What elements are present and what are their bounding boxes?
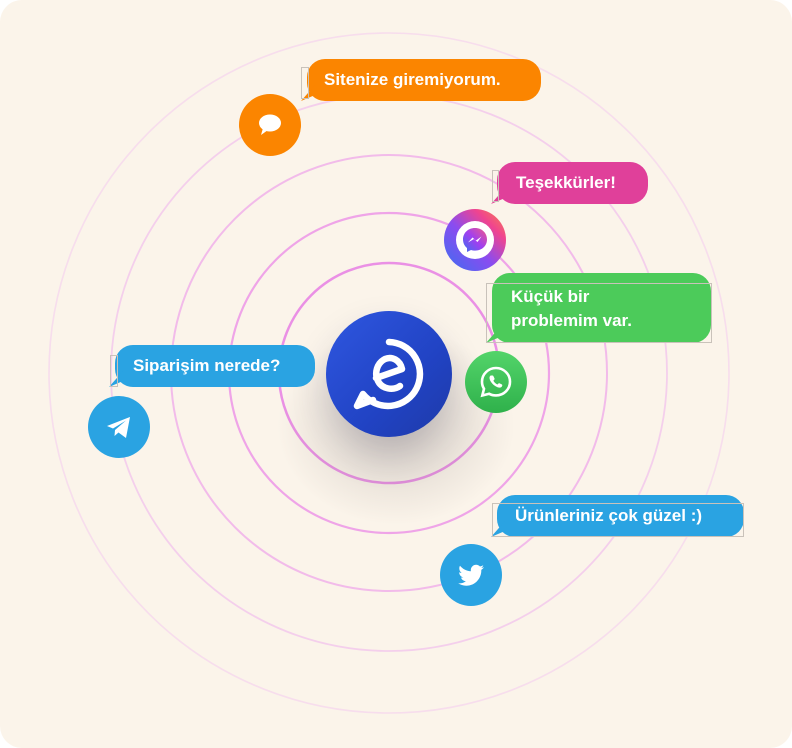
twitter-channel-icon[interactable] bbox=[440, 544, 502, 606]
whatsapp-channel-icon[interactable] bbox=[465, 351, 527, 413]
messenger-message-text: Teşekkürler! bbox=[516, 173, 616, 192]
telegram-message-bubble: Siparişim nerede? bbox=[109, 345, 315, 387]
twitter-icon bbox=[458, 564, 484, 586]
orbit-ring-5 bbox=[48, 32, 730, 714]
sms-channel-icon[interactable] bbox=[239, 94, 301, 156]
bubble-tail bbox=[491, 188, 505, 204]
bubble-tail bbox=[301, 85, 315, 101]
telegram-icon bbox=[107, 417, 130, 438]
whatsapp-icon bbox=[480, 366, 512, 398]
messenger-icon bbox=[463, 228, 487, 252]
messenger-icon-inner bbox=[456, 221, 494, 259]
whatsapp-message-bubble: Küçük bir problemim var. bbox=[486, 273, 711, 343]
telegram-message-text: Siparişim nerede? bbox=[133, 356, 281, 375]
bubble-tail bbox=[109, 371, 123, 387]
messenger-channel-icon[interactable] bbox=[444, 209, 506, 271]
sms-message-text: Sitenize giremiyorum. bbox=[324, 70, 501, 89]
whatsapp-message-line-1: Küçük bir bbox=[511, 287, 590, 306]
chat-bubble-icon bbox=[259, 114, 281, 135]
twitter-message-text: Ürünleriniz çok güzel :) bbox=[515, 506, 703, 525]
telegram-channel-icon[interactable] bbox=[88, 396, 150, 458]
bubble-tail bbox=[486, 327, 500, 343]
whatsapp-message-line-2: problemim var. bbox=[511, 311, 632, 330]
messenger-message-bubble: Teşekkürler! bbox=[491, 162, 648, 204]
twitter-message-bubble: Ürünleriniz çok güzel :) bbox=[491, 495, 744, 537]
sms-message-bubble: Sitenize giremiyorum. bbox=[301, 59, 541, 101]
bubble-tail bbox=[491, 521, 505, 537]
chat-brand-logo-icon bbox=[353, 338, 424, 410]
center-logo bbox=[326, 311, 452, 437]
